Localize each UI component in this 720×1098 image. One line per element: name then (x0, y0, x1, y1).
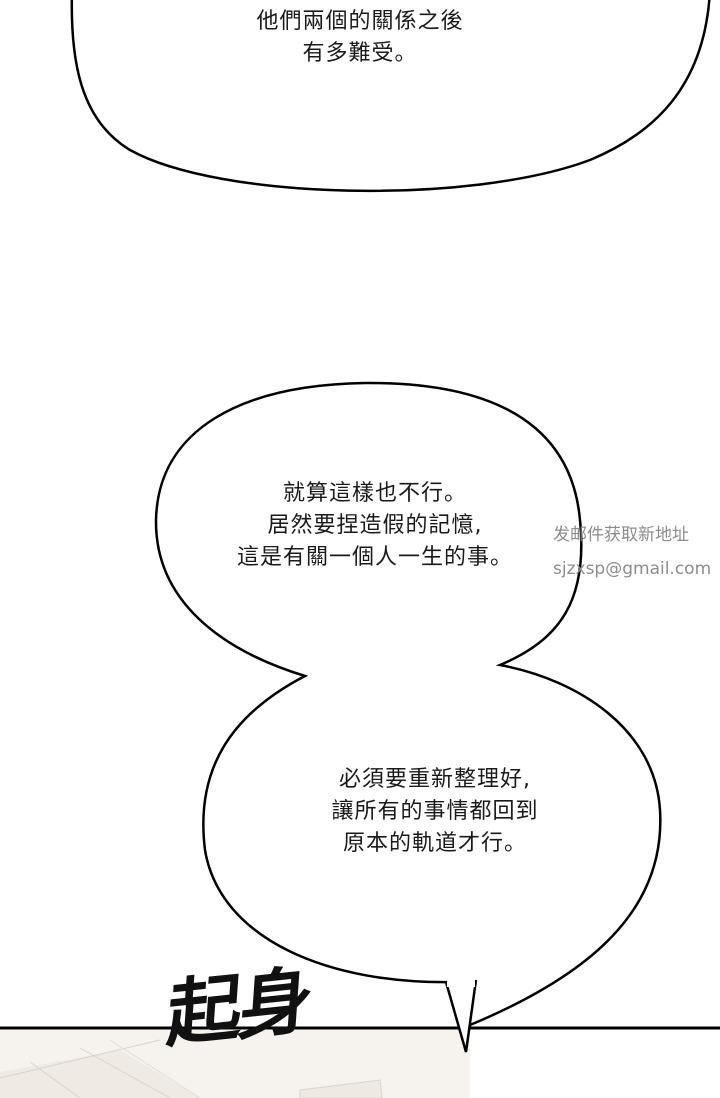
bubble-top-text: 他們兩個的關係之後 有多難受。 (210, 6, 510, 70)
bubble-middle-upper-text: 就算這樣也不行。 居然要捏造假的記憶, 這是有關一個人一生的事。 (205, 478, 545, 574)
bubble-line: 他們兩個的關係之後 (256, 9, 464, 34)
bubble-line: 必須要重新整理好, (339, 767, 531, 792)
bubble-line: 有多難受。 (302, 41, 418, 66)
floor-background (0, 1030, 470, 1098)
speech-bubble-top (70, 0, 711, 193)
bubble-line: 就算這樣也不行。 (282, 481, 467, 506)
watermark: 发邮件获取新地址 sjzxsp@gmail.com (553, 518, 711, 586)
sound-effect-text: 起身 (164, 957, 312, 1059)
bubble-line: 原本的軌道才行。 (342, 831, 527, 856)
watermark-line-2: sjzxsp@gmail.com (553, 559, 712, 579)
watermark-line-1: 发邮件获取新地址 (553, 525, 689, 545)
speech-bubble-double (154, 381, 662, 1046)
bubble-middle-lower-text: 必須要重新整理好, 讓所有的事情都回到 原本的軌道才行。 (290, 764, 580, 860)
bubble-line: 居然要捏造假的記憶, (267, 513, 483, 538)
bubble-line: 這是有關一個人一生的事。 (236, 545, 513, 570)
bubble-line: 讓所有的事情都回到 (331, 799, 539, 824)
